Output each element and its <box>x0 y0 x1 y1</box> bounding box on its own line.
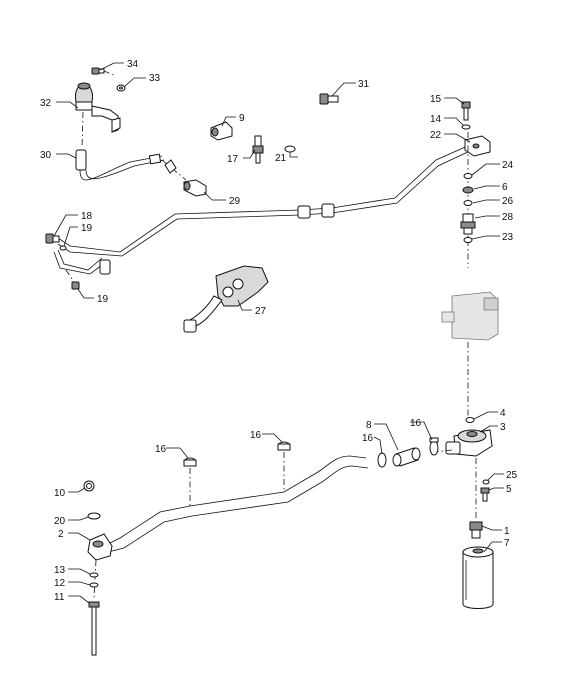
callout-9: 9 <box>239 113 245 124</box>
callout-27: 27 <box>255 306 267 317</box>
washer-13 <box>89 572 99 578</box>
fitting-19b <box>71 281 80 290</box>
callout-13: 13 <box>54 565 66 576</box>
callout-24: 24 <box>502 160 514 171</box>
callout-10: 10 <box>54 488 66 499</box>
callout-16-sleeve: 16 <box>362 433 374 444</box>
clamp-16d <box>429 437 439 456</box>
clamp-16c <box>377 452 387 468</box>
return-line <box>87 455 369 561</box>
callout-7: 7 <box>504 538 510 549</box>
callout-3: 3 <box>500 422 506 433</box>
callout-21: 21 <box>275 153 287 164</box>
sleeve-8 <box>392 447 421 467</box>
hose-30 <box>75 149 187 181</box>
bolt-15 <box>461 101 471 121</box>
adapter-1 <box>469 521 483 539</box>
washer-33 <box>116 84 126 92</box>
callout-20: 20 <box>54 516 66 527</box>
bolt-11 <box>88 601 100 656</box>
o-ring-21 <box>284 145 296 153</box>
callout-22: 22 <box>430 130 442 141</box>
callout-15: 15 <box>430 94 442 105</box>
callout-25: 25 <box>506 470 518 481</box>
callout-18: 18 <box>81 211 93 222</box>
fitting-29 <box>183 179 207 197</box>
callout-34: 34 <box>127 59 139 70</box>
callout-16-left: 16 <box>155 444 167 455</box>
clamp-16a <box>183 457 197 506</box>
ring-6 <box>462 186 474 194</box>
clamp-10 <box>83 480 95 492</box>
callout-5: 5 <box>506 484 512 495</box>
rigid-line-22 <box>57 135 491 257</box>
washer-26 <box>463 200 473 206</box>
callout-23: 23 <box>502 232 514 243</box>
filter-head-3 <box>431 429 493 457</box>
callout-32: 32 <box>40 98 52 109</box>
callout-28: 28 <box>502 212 514 223</box>
axis-left <box>93 559 97 599</box>
washer-12 <box>89 582 99 588</box>
callout-19-lower: 19 <box>97 294 109 305</box>
callout-11: 11 <box>54 592 65 603</box>
bolt-5 <box>480 487 490 502</box>
callout-17: 17 <box>227 154 239 165</box>
callout-29: 29 <box>229 196 241 207</box>
screw-34 <box>91 67 117 77</box>
washer-25 <box>482 479 490 485</box>
fitting-18 <box>45 233 60 244</box>
bracket-32 <box>75 82 121 149</box>
o-ring-24 <box>463 173 473 179</box>
o-ring-20 <box>87 512 101 520</box>
callout-30: 30 <box>40 150 52 161</box>
washer-14 <box>461 124 471 130</box>
callout-33: 33 <box>149 73 161 84</box>
bolt-17 <box>252 135 264 164</box>
o-ring-23 <box>463 237 473 243</box>
bolt-31 <box>319 93 339 105</box>
callout-14: 14 <box>430 114 442 125</box>
callout-2: 2 <box>58 529 64 540</box>
callout-26: 26 <box>502 196 514 207</box>
clamp-16b <box>277 441 291 492</box>
filter-7 <box>462 546 494 609</box>
callout-16-mid: 16 <box>250 430 262 441</box>
callout-6: 6 <box>502 182 508 193</box>
elbow-9 <box>210 121 233 141</box>
pump-housing <box>441 291 499 341</box>
o-ring-4 <box>465 417 475 423</box>
callout-1: 1 <box>504 526 510 537</box>
leader-lines <box>53 62 504 604</box>
callout-19-upper: 19 <box>81 223 93 234</box>
manifold-27 <box>183 265 269 333</box>
callout-4: 4 <box>500 408 506 419</box>
lower-branch-line <box>53 249 111 283</box>
callout-12: 12 <box>54 578 66 589</box>
callout-31: 31 <box>358 79 370 90</box>
fitting-28 <box>460 213 476 235</box>
washer-19a <box>59 245 67 251</box>
callout-16-right: 16 <box>410 418 422 429</box>
callout-8: 8 <box>366 420 372 431</box>
